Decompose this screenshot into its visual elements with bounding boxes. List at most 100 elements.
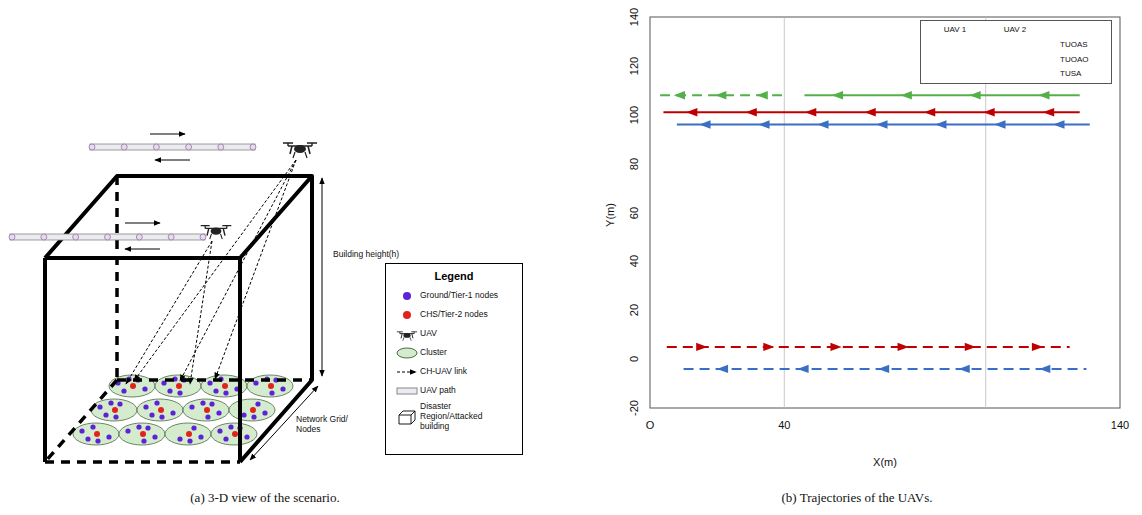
- direction-arrow: [830, 343, 841, 351]
- ground-node: [125, 428, 130, 433]
- ground-node: [213, 388, 218, 393]
- ground-node: [149, 412, 154, 417]
- legend-entry: Cluster: [394, 345, 514, 361]
- direction-arrow: [686, 108, 697, 116]
- axis-label: -20: [628, 400, 641, 416]
- direction-arrow: [763, 343, 774, 351]
- ground-node: [142, 386, 147, 391]
- cluster: [211, 423, 257, 445]
- direction-arrow: [965, 343, 976, 351]
- ground-node: [205, 414, 210, 419]
- trajectory: [804, 91, 1079, 99]
- axis-label: 40: [778, 419, 790, 432]
- direction-arrow: [674, 91, 685, 99]
- legend-symbol: [395, 383, 419, 399]
- ground-node: [187, 438, 192, 443]
- trajectory: [684, 365, 1087, 373]
- ground-node: [136, 424, 141, 429]
- legend-text: TUSA: [1060, 69, 1081, 78]
- uav-path: [89, 144, 256, 150]
- direction-arrow: [1043, 108, 1054, 116]
- direction-arrow: [876, 120, 887, 128]
- arrow: [190, 241, 212, 384]
- legend-title: Legend: [394, 270, 514, 282]
- uav-path: [9, 234, 206, 240]
- label: UAV 2: [1004, 25, 1027, 34]
- cluster-head: [176, 383, 182, 389]
- caption: (a) 3-D view of the scenario.: [190, 491, 339, 506]
- cluster: [137, 399, 183, 421]
- ground-node: [251, 414, 256, 419]
- arrow: [125, 223, 160, 224]
- axis-label: 140: [1111, 419, 1129, 432]
- uav-icon: [201, 226, 232, 240]
- cluster: [91, 399, 137, 421]
- legend-text: TUOAO: [1060, 55, 1088, 64]
- ground-node: [106, 434, 111, 439]
- direction-arrow: [696, 343, 707, 351]
- ground-node: [177, 436, 182, 441]
- label: UAV 1: [944, 25, 967, 34]
- axis-label: 20: [628, 304, 641, 316]
- arrow: [215, 160, 296, 379]
- ground-node: [244, 434, 249, 439]
- direction-arrow: [817, 120, 828, 128]
- ground-node: [90, 424, 95, 429]
- ground-node: [170, 410, 175, 415]
- legend-symbol: [395, 345, 419, 361]
- scenario-3d-view: [9, 134, 322, 462]
- cluster-head: [232, 431, 238, 437]
- ground-node: [198, 434, 203, 439]
- cluster: [119, 423, 165, 445]
- cluster-head: [250, 407, 256, 413]
- direction-arrow: [984, 108, 995, 116]
- legend-entry: UAV path: [394, 383, 514, 399]
- legend-text: UAV path: [420, 386, 456, 396]
- trajectory: [677, 120, 1090, 128]
- direction-arrow: [878, 365, 889, 373]
- axis-label: 40: [628, 255, 641, 267]
- ground-node: [216, 410, 221, 415]
- legend-box: LegendGround/Tier-1 nodesCHS/Tier-2 node…: [385, 263, 523, 455]
- legend-entry: UAV: [394, 326, 514, 342]
- ground-node: [253, 380, 258, 385]
- legend-swatch: [403, 311, 411, 319]
- caption: (b) Trajectories of the UAVs.: [781, 491, 932, 506]
- axis-label: X(m): [873, 456, 897, 469]
- trajectory: [667, 343, 1070, 351]
- direction-arrow: [901, 91, 912, 99]
- direction-arrow: [746, 108, 757, 116]
- legend-entry: CH-UAV link: [394, 364, 514, 380]
- label: Network Grid/ Nodes: [296, 415, 354, 435]
- direction-arrow: [1039, 365, 1050, 373]
- ground-node: [141, 438, 146, 443]
- ground-node: [154, 400, 159, 405]
- arrow: [126, 241, 212, 384]
- ground-node: [177, 390, 182, 395]
- label: Building height(h): [333, 250, 399, 260]
- ground-node: [95, 438, 100, 443]
- cluster-head: [112, 407, 118, 413]
- legend-text: TUOAS: [1060, 40, 1088, 49]
- cluster-head: [222, 383, 228, 389]
- ground-node: [152, 434, 157, 439]
- legend-text: Disaster Region/Attacked building: [420, 402, 512, 431]
- ground-node: [143, 404, 148, 409]
- ground-node: [269, 390, 274, 395]
- uav-icon: [283, 143, 317, 158]
- legend-symbol: [395, 409, 419, 425]
- uav-icon: [397, 332, 417, 341]
- cluster: [183, 399, 229, 421]
- trajectory: [660, 91, 784, 99]
- legend-symbol: [395, 326, 419, 342]
- direction-arrow: [757, 91, 768, 99]
- ground-node: [217, 428, 222, 433]
- direction-arrow: [1038, 91, 1049, 99]
- ground-node: [189, 404, 194, 409]
- legend-text: CHS/Tier-2 nodes: [420, 310, 488, 320]
- axis-label: O: [646, 419, 655, 432]
- ground-node: [255, 401, 260, 406]
- direction-arrow: [699, 120, 710, 128]
- direction-arrow: [805, 108, 816, 116]
- ground-node: [200, 400, 205, 405]
